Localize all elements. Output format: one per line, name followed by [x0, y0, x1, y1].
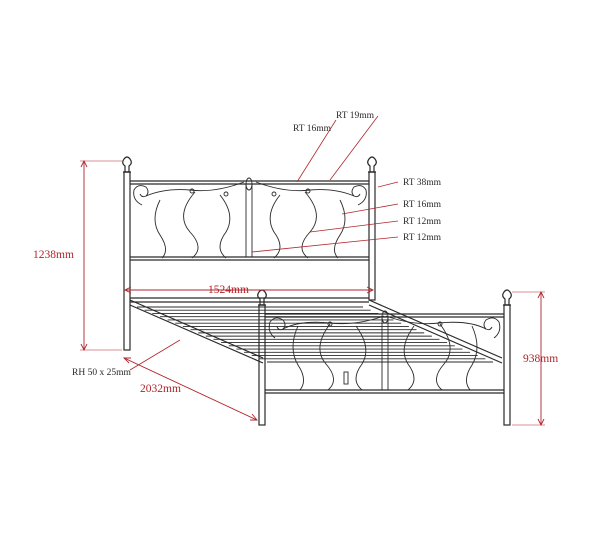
rt12-a-label: RT 12mm: [403, 217, 442, 227]
rh-label: RH 50 x 25mm: [72, 368, 131, 378]
width-label: 1524mm: [208, 284, 249, 296]
headboard-left-finial: [122, 156, 132, 173]
headboard-right-finial: [367, 156, 377, 173]
rt38-label: RT 38mm: [403, 178, 442, 188]
headboard-scrollwork: [133, 177, 367, 259]
leader-lines: [129, 115, 399, 371]
headboard-right-post: [368, 171, 376, 301]
footboard: [257, 289, 512, 426]
footboard-height-label: 938mm: [523, 353, 558, 365]
side-rails: [129, 297, 503, 364]
rt16-right-label: RT 16mm: [403, 200, 442, 210]
headboard-left-post: [123, 171, 131, 351]
dimension-lines: [80, 159, 545, 427]
footboard-right-post: [503, 304, 511, 426]
rt19-label: RT 19mm: [336, 111, 375, 121]
footboard-right-finial: [502, 289, 512, 306]
headboard-height-label: 1238mm: [33, 249, 74, 261]
rt12-b-label: RT 12mm: [403, 233, 442, 243]
footboard-scrollwork: [268, 310, 501, 391]
slats: [137, 306, 493, 363]
headboard: [122, 156, 377, 351]
footboard-left-post: [258, 304, 266, 426]
length-label: 2032mm: [140, 383, 181, 395]
rt16-top-label: RT 16mm: [293, 124, 332, 134]
